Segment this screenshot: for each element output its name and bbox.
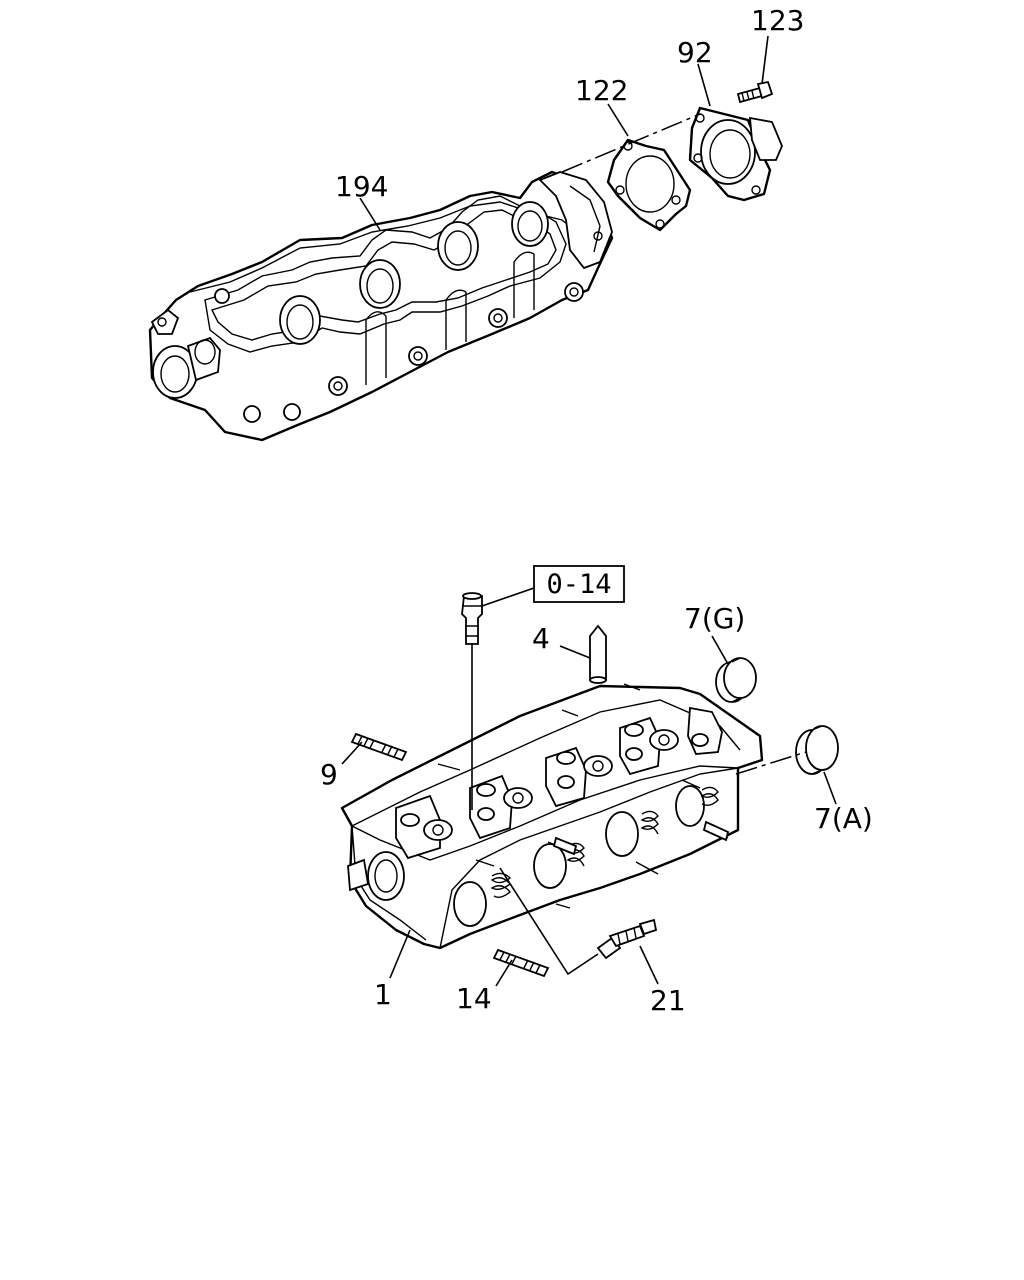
callout-4: 4 <box>532 622 550 655</box>
gasket-122 <box>606 138 692 232</box>
cover-assembly-194 <box>148 170 614 442</box>
cap-plug-7a <box>795 725 839 775</box>
callout-7g: 7(G) <box>684 602 745 635</box>
leader-1 <box>389 929 411 979</box>
leader-92 <box>697 63 711 107</box>
leader-4 <box>559 645 591 659</box>
callout-7a: 7(A) <box>814 802 873 835</box>
cylinder-head-1 <box>340 683 764 950</box>
callout-123: 123 <box>751 4 804 37</box>
stud-9 <box>350 732 408 762</box>
callout-21: 21 <box>650 984 686 1017</box>
assembly-axis-upper <box>561 113 701 173</box>
leader-194 <box>359 197 381 231</box>
leader-7a <box>823 771 837 805</box>
plug-21 <box>596 918 658 960</box>
leader-7g <box>711 635 729 665</box>
cap-plug-7g <box>715 657 757 703</box>
callout-14: 14 <box>456 982 492 1015</box>
callout-92: 92 <box>677 36 713 69</box>
pin-4 <box>589 624 607 684</box>
callout-194: 194 <box>335 170 388 203</box>
leader-9 <box>341 741 363 765</box>
reference-box[interactable]: 0-14 <box>533 565 625 603</box>
leader-ref-box <box>481 587 535 607</box>
lash-adjuster-0-14 <box>461 592 483 645</box>
stud-14 <box>492 948 550 978</box>
callout-9: 9 <box>320 758 338 791</box>
leader-123 <box>761 35 769 85</box>
bolt-123 <box>736 80 774 104</box>
leader-21 <box>499 867 659 985</box>
callout-1: 1 <box>374 978 392 1011</box>
callout-122: 122 <box>575 74 628 107</box>
leader-14 <box>495 959 513 987</box>
leader-122 <box>607 103 629 137</box>
assembly-axis-7a <box>735 751 807 775</box>
throttle-body-92 <box>688 106 783 202</box>
reference-box-label: 0-14 <box>546 569 611 600</box>
